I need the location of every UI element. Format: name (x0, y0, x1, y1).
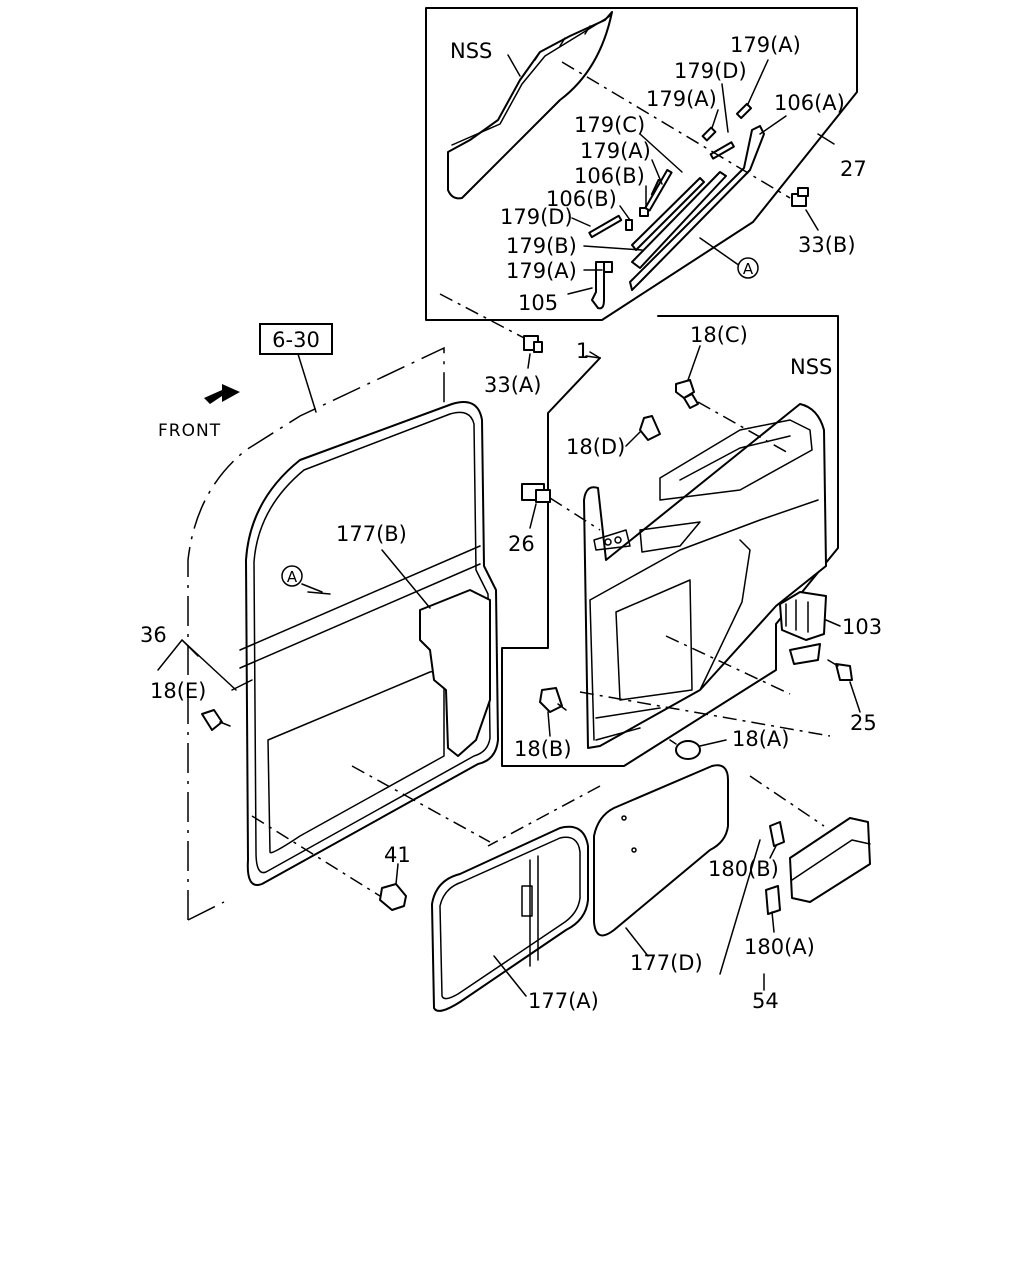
label-33a: 33(A) (484, 373, 541, 397)
label-18d: 18(D) (566, 435, 625, 459)
label-1: 1 (576, 339, 589, 363)
label-179a-2: 179(A) (646, 87, 717, 111)
pad-179a-1 (735, 102, 753, 120)
front-arrow-icon (204, 384, 240, 404)
top-inset-group: A (425, 7, 858, 321)
button-18a (669, 739, 701, 760)
pad-179d-2 (588, 214, 623, 239)
marker-a-top-text: A (743, 260, 754, 278)
label-26: 26 (508, 532, 535, 556)
label-36: 36 (140, 623, 167, 647)
label-nss-panel: NSS (790, 355, 832, 379)
pin-18c (675, 379, 699, 409)
door-trim-panel (583, 403, 827, 749)
bracket-105 (591, 261, 605, 310)
door-trim-panel-group (501, 315, 861, 767)
pad-179a-4 (603, 261, 613, 273)
label-179c: 179(C) (574, 113, 645, 137)
clip-33b (791, 187, 809, 207)
label-27: 27 (840, 157, 867, 181)
top-inset-frame (425, 7, 858, 321)
screw-25 (827, 659, 853, 681)
strip-179c (644, 168, 673, 212)
pad-179a-2 (701, 126, 717, 142)
label-180b: 180(B) (708, 857, 779, 881)
glass-assembly-177a (431, 825, 589, 1012)
label-105: 105 (518, 291, 558, 315)
panel-177d (593, 764, 729, 937)
label-25: 25 (850, 711, 877, 735)
clip-33a (523, 335, 543, 353)
label-106a: 106(A) (774, 91, 845, 115)
label-179d-2: 179(D) (500, 205, 573, 229)
label-180a: 180(A) (744, 935, 815, 959)
label-103: 103 (842, 615, 882, 639)
leader-54 (719, 839, 761, 975)
label-179a-4: 179(A) (506, 259, 577, 283)
label-33b: 33(B) (798, 233, 856, 257)
label-177b: 177(B) (336, 522, 407, 546)
switch-box-103 (779, 591, 827, 665)
label-18a: 18(A) (732, 727, 789, 751)
door-weatherstrip-ring (245, 401, 499, 886)
pin-18b (539, 687, 567, 713)
marker-a-door (281, 565, 303, 587)
marker-a-door-text: A (287, 568, 298, 586)
label-179a-3: 179(A) (580, 139, 651, 163)
label-18e: 18(E) (150, 679, 206, 703)
label-18b: 18(B) (514, 737, 572, 761)
label-41: 41 (384, 843, 411, 867)
handle-54 (765, 817, 871, 915)
label-177d: 177(D) (630, 951, 703, 975)
nss-weatherstrip-profile (447, 11, 613, 200)
bracket-18d (639, 415, 661, 441)
clip-26 (521, 483, 551, 503)
label-177a: 177(A) (528, 989, 599, 1013)
label-18c: 18(C) (690, 323, 748, 347)
marker-a-top (737, 257, 759, 279)
ref-page-box (259, 323, 333, 355)
label-nss-top: NSS (450, 39, 492, 63)
cover-panel-177b (419, 589, 491, 757)
label-106b-1: 106(B) (574, 164, 645, 188)
pad-106b-1 (639, 207, 649, 217)
front-label: FRONT (158, 421, 221, 441)
panel-box-frame (501, 315, 839, 767)
label-179b: 179(B) (506, 234, 577, 258)
front-arrow (204, 384, 240, 404)
reference-box: 6-30 (259, 323, 333, 355)
pin-18e (201, 709, 231, 731)
seal-strip-lower (631, 177, 705, 251)
pad-179d-1 (709, 141, 735, 160)
door-body-group: A (157, 346, 831, 921)
clip-41 (379, 883, 407, 911)
seal-strip-106a (629, 125, 765, 291)
door-outer-outline (187, 346, 445, 920)
label-179d-1: 179(D) (674, 59, 747, 83)
ref-page-label: 6-30 (272, 328, 320, 352)
label-179a-1: 179(A) (730, 33, 801, 57)
pad-106b-2 (625, 219, 633, 231)
label-106b-2: 106(B) (546, 187, 617, 211)
label-54: 54 (752, 989, 779, 1013)
seal-strip-179b (631, 171, 727, 269)
